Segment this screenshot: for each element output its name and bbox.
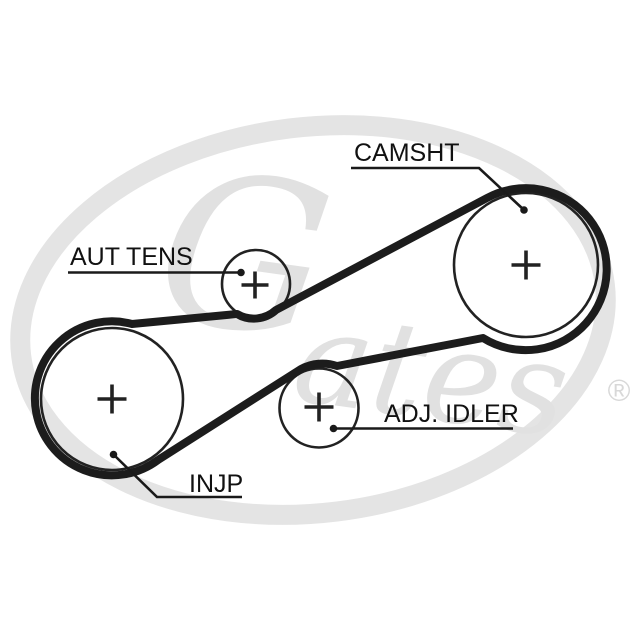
- adjustable-idler-label: ADJ. IDLER: [384, 400, 519, 428]
- watermark-brand-rest: ates: [286, 279, 578, 468]
- auto-tensioner-label: AUT TENS: [70, 243, 193, 271]
- camshaft-center-mark-icon: [511, 250, 541, 280]
- injection-pump-leader-line: [112, 453, 242, 499]
- injection-pump-label: INJP: [189, 470, 243, 498]
- camshaft-leader-dot: [520, 206, 528, 214]
- injection-pump-center-mark-icon: [97, 384, 127, 414]
- center-marks: [97, 250, 541, 422]
- timing-belt-path: [30, 184, 611, 480]
- callout-auto-tensioner: AUT TENS: [68, 243, 245, 277]
- injection-pump-pulley: [39, 326, 185, 472]
- camshaft-leader-line: [351, 166, 525, 211]
- callout-camshaft: CAMSHT: [351, 139, 528, 214]
- watermark-brand-initial: G: [144, 123, 344, 389]
- adjustable-idler-pulley: [278, 367, 360, 449]
- adjustable-idler-leader-dot: [329, 424, 338, 433]
- auto-tensioner-leader-dot: [237, 268, 245, 277]
- adjustable-idler-center-mark-icon: [304, 392, 334, 422]
- auto-tensioner-center-mark-icon: [241, 271, 269, 299]
- camshaft-label: CAMSHT: [354, 139, 460, 167]
- callout-adjustable-idler: ADJ. IDLER: [329, 400, 519, 433]
- callout-injection-pump: INJP: [109, 450, 243, 499]
- camshaft-pulley: [452, 191, 600, 339]
- injection-pump-leader-dot: [109, 450, 118, 459]
- registered-trademark-icon: ®: [608, 373, 631, 408]
- gates-watermark: G ates ®: [10, 115, 631, 525]
